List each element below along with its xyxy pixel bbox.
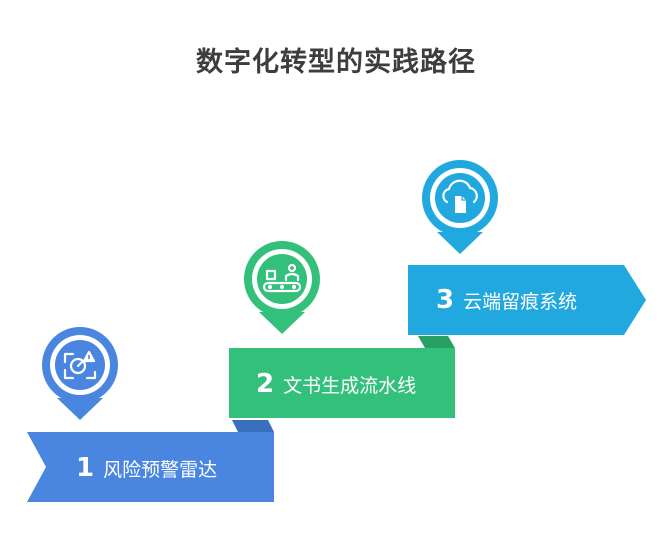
step-1-pin — [42, 327, 118, 420]
step-3-pin — [422, 160, 498, 254]
step-1-banner — [27, 420, 274, 502]
step-3-text: 云端留痕系统 — [463, 290, 578, 313]
step-2-fold — [418, 336, 455, 348]
cloud-document-icon — [442, 179, 478, 213]
step-2-pin — [244, 241, 320, 334]
conveyor-line-icon — [262, 263, 302, 293]
step-2-label: 2 文书生成流水线 — [256, 364, 416, 404]
step-3-number: 3 — [436, 285, 455, 315]
step-3-shape — [408, 265, 646, 335]
step-2-text: 文书生成流水线 — [283, 374, 417, 397]
step-2-banner — [229, 336, 455, 418]
step-2-number: 2 — [256, 369, 275, 399]
page-title: 数字化转型的实践路径 — [196, 47, 476, 78]
step-1-number: 1 — [76, 453, 95, 483]
step-3-banner — [408, 265, 646, 335]
step-3-label: 3 云端留痕系统 — [436, 280, 577, 320]
step-1-fold — [232, 420, 274, 432]
step-1-text: 风险预警雷达 — [103, 458, 218, 481]
step-1-shape — [27, 432, 274, 502]
step-2-shape — [229, 348, 455, 418]
step-1-label: 1 风险预警雷达 — [76, 448, 217, 488]
